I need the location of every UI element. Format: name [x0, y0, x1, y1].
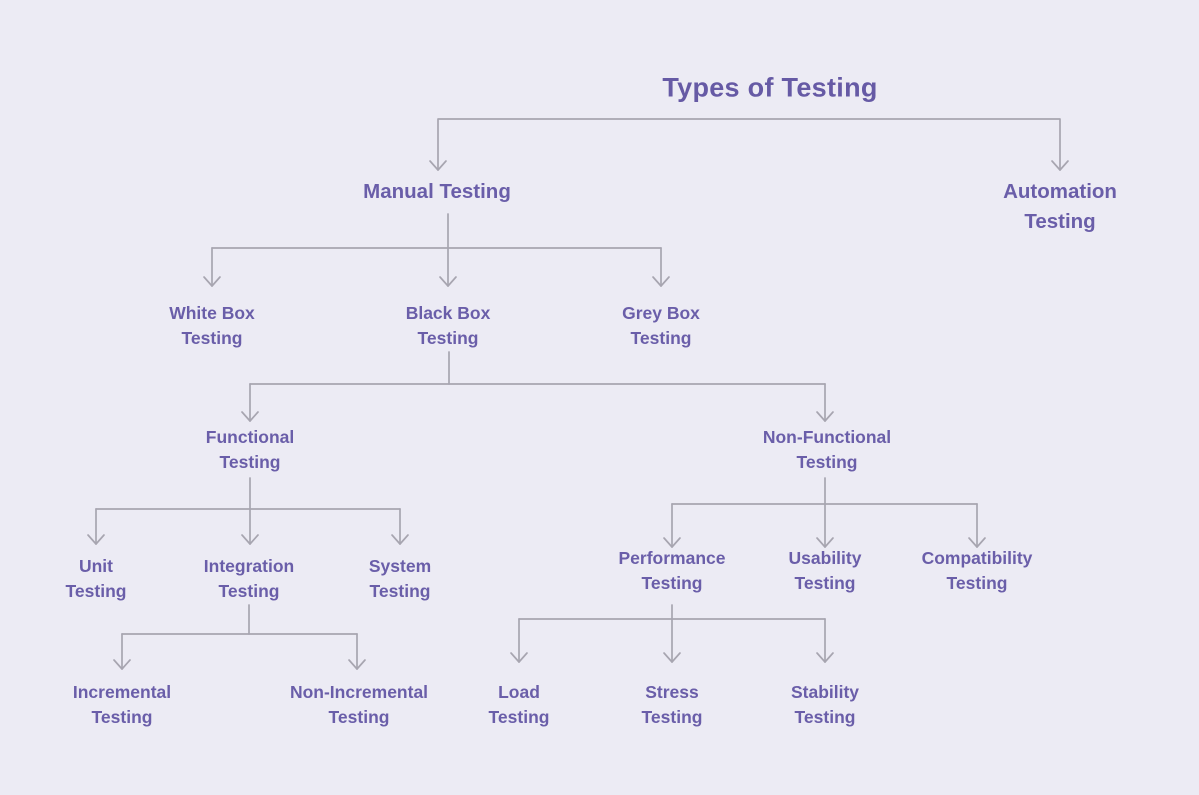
- arrow-down-icon: [816, 411, 834, 422]
- node-compatibility-testing: Compatibility Testing: [921, 548, 1033, 593]
- diagram-title: Types of Testing: [662, 72, 878, 103]
- node-black-box-testing: Black Box Testing: [405, 303, 491, 348]
- node-integration-testing: Integration Testing: [203, 556, 295, 601]
- node-unit-testing: Unit Testing: [65, 556, 127, 601]
- node-manual-testing: Manual Testing: [363, 180, 511, 203]
- node-white-box-testing: White Box Testing: [169, 303, 255, 348]
- connector-functional-to-children: [87, 477, 409, 545]
- arrow-down-icon: [391, 534, 409, 545]
- node-stability-testing: Stability Testing: [790, 682, 860, 727]
- connector-performance-to-children: [510, 604, 834, 663]
- arrow-down-icon: [968, 537, 986, 548]
- connector-integration-to-children: [113, 604, 366, 670]
- node-usability-testing: Usability Testing: [788, 548, 862, 593]
- node-grey-box-testing: Grey Box Testing: [622, 303, 700, 348]
- node-stress-testing: Stress Testing: [641, 682, 703, 727]
- node-non-incremental-testing: Non-Incremental Testing: [289, 682, 429, 727]
- connector-blackbox-to-functional-groups: [241, 351, 834, 422]
- arrow-down-icon: [510, 652, 528, 663]
- connector-nonfunctional-to-children: [663, 477, 986, 548]
- arrow-down-icon: [816, 537, 834, 548]
- arrow-down-icon: [113, 659, 131, 670]
- arrow-down-icon: [816, 652, 834, 663]
- arrow-down-icon: [652, 276, 670, 287]
- arrow-down-icon: [429, 160, 447, 171]
- arrow-down-icon: [663, 537, 681, 548]
- arrow-down-icon: [663, 652, 681, 663]
- connector-manual-to-boxes: [203, 213, 670, 287]
- connector-root-to-level1: [429, 118, 1069, 171]
- arrow-down-icon: [348, 659, 366, 670]
- node-performance-testing: Performance Testing: [618, 548, 726, 593]
- node-incremental-testing: Incremental Testing: [72, 682, 172, 727]
- node-non-functional-testing: Non-Functional Testing: [762, 427, 892, 472]
- arrow-down-icon: [241, 411, 259, 422]
- node-load-testing: Load Testing: [488, 682, 550, 727]
- node-system-testing: System Testing: [368, 556, 432, 601]
- arrow-down-icon: [1051, 160, 1069, 171]
- node-automation-testing: Automation Testing: [1003, 180, 1117, 233]
- arrow-down-icon: [203, 276, 221, 287]
- arrow-down-icon: [87, 534, 105, 545]
- arrow-down-icon: [241, 534, 259, 545]
- arrow-down-icon: [439, 276, 457, 287]
- node-functional-testing: Functional Testing: [205, 427, 295, 472]
